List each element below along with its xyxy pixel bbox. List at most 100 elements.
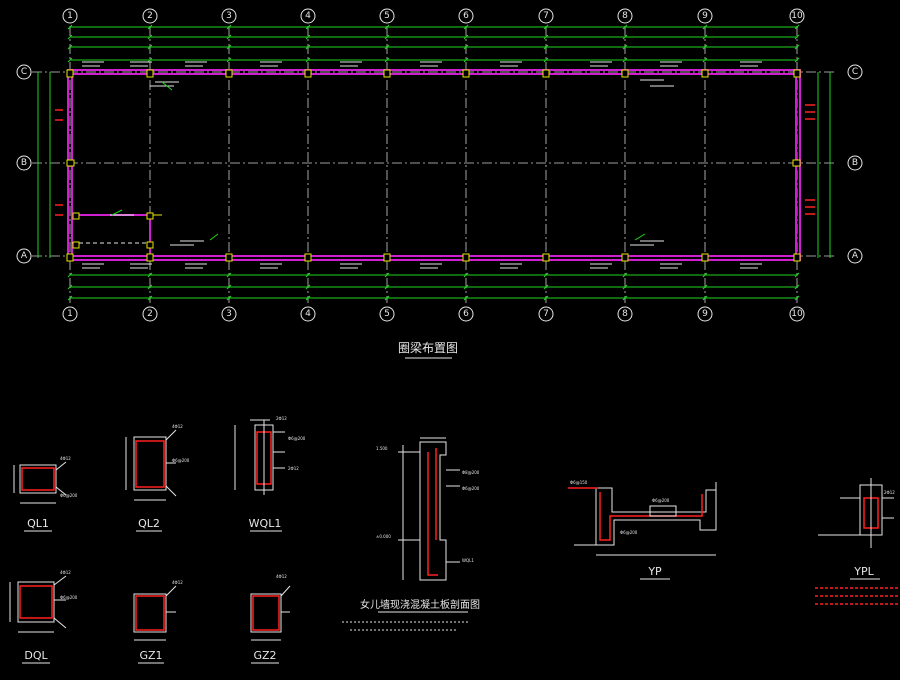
svg-text:4: 4 (305, 11, 311, 21)
grid-lines-vertical (67, 24, 800, 303)
svg-text:Φ6@200: Φ6@200 (60, 493, 78, 498)
column-markers (66, 69, 801, 262)
svg-text:A: A (21, 251, 28, 261)
svg-text:4Φ12: 4Φ12 (172, 580, 183, 585)
axis-bubble-3: 3 (221, 306, 237, 322)
svg-text:Φ6@150: Φ6@150 (570, 480, 588, 485)
axis-bubble-5: 5 (379, 306, 395, 322)
svg-text:6: 6 (463, 309, 469, 319)
svg-text:4Φ12: 4Φ12 (60, 456, 71, 461)
axis-bubble-9: 9 (697, 306, 713, 322)
svg-text:Φ6@200: Φ6@200 (620, 530, 638, 535)
svg-text:1.500: 1.500 (376, 446, 388, 451)
svg-text:Φ6@200: Φ6@200 (60, 595, 78, 600)
stair-room-beams (72, 214, 162, 258)
svg-text:10: 10 (791, 309, 803, 319)
detail-yp: Φ6@150 Φ6@200 Φ6@200 (568, 480, 717, 556)
axis-bubble-1: 1 (62, 306, 78, 322)
svg-text:4Φ12: 4Φ12 (60, 570, 71, 575)
axis-bubble-B: B (16, 155, 32, 171)
svg-text:4: 4 (305, 309, 311, 319)
svg-text:9: 9 (702, 309, 708, 319)
detail-gz1: 4Φ12 (133, 580, 183, 641)
svg-text:4Φ12: 4Φ12 (172, 424, 183, 429)
svg-text:5: 5 (384, 11, 390, 21)
label-gz2: GZ2 (253, 649, 276, 662)
svg-text:8: 8 (622, 11, 628, 21)
detail-gz2: 4Φ12 (250, 574, 291, 641)
svg-text:6: 6 (463, 11, 469, 21)
svg-text:Φ6@200: Φ6@200 (462, 486, 480, 491)
svg-text:Φ6@200: Φ6@200 (652, 498, 670, 503)
svg-text:2: 2 (147, 309, 153, 319)
svg-text:1: 1 (67, 309, 73, 319)
axis-bubble-A: A (847, 248, 863, 264)
axis-bubble-5: 5 (379, 8, 395, 24)
svg-text:Φ6@200: Φ6@200 (172, 458, 190, 463)
detail-ypl: 2Φ12 (818, 478, 895, 548)
ring-beam-outline (67, 69, 801, 261)
svg-text:2Φ12: 2Φ12 (276, 416, 287, 421)
svg-text:3: 3 (226, 309, 232, 319)
axis-bubble-3: 3 (221, 8, 237, 24)
label-dql: DQL (24, 649, 48, 662)
axis-bubble-4: 4 (300, 8, 316, 24)
axis-bubble-C: C (16, 64, 32, 80)
svg-text:7: 7 (543, 11, 549, 21)
axis-bubble-8: 8 (617, 306, 633, 322)
svg-text:B: B (21, 158, 27, 168)
section-notes (342, 621, 470, 631)
label-ql2: QL2 (138, 517, 160, 530)
label-wql1: WQL1 (249, 517, 282, 530)
svg-text:2Φ12: 2Φ12 (884, 490, 895, 495)
detail-dql: 4Φ12 Φ6@200 (9, 570, 78, 633)
svg-text:10: 10 (791, 11, 803, 21)
axis-bubble-7: 7 (538, 8, 554, 24)
label-ypl: YPL (853, 565, 874, 578)
detail-ql1: 4Φ12 Φ6@200 (13, 456, 78, 504)
axis-bubble-6: 6 (458, 306, 474, 322)
axis-bubble-1: 1 (62, 8, 78, 24)
axis-bubble-2: 2 (142, 306, 158, 322)
axis-bubble-8: 8 (617, 8, 633, 24)
detail-parapet-section: 1.500 ±0.000 Φ8@200 Φ6@200 WQL1 (376, 437, 480, 581)
grid-lines-horizontal (32, 71, 836, 257)
svg-text:1: 1 (67, 11, 73, 21)
svg-text:9: 9 (702, 11, 708, 21)
axis-bubble-7: 7 (538, 306, 554, 322)
section-title: 女儿墙现浇混凝土板剖面图 (360, 598, 480, 611)
label-gz1: GZ1 (139, 649, 162, 662)
svg-text:4Φ12: 4Φ12 (276, 574, 287, 579)
axis-bubble-9: 9 (697, 8, 713, 24)
dimension-lines (37, 26, 831, 299)
axis-bubble-2: 2 (142, 8, 158, 24)
svg-text:Φ6@200: Φ6@200 (288, 436, 306, 441)
axis-bubble-B: B (847, 155, 863, 171)
axis-bubble-6: 6 (458, 8, 474, 24)
svg-text:A: A (852, 251, 859, 261)
svg-text:WQL1: WQL1 (462, 558, 474, 563)
detail-ql2: 4Φ12 Φ6@200 (125, 424, 190, 501)
svg-text:2: 2 (147, 11, 153, 21)
svg-text:±0.000: ±0.000 (376, 534, 391, 539)
svg-text:B: B (852, 158, 858, 168)
axis-bubble-4: 4 (300, 306, 316, 322)
axis-bubble-C: C (847, 64, 863, 80)
svg-text:7: 7 (543, 309, 549, 319)
axis-bubble-10: 10 (789, 8, 805, 24)
svg-text:3: 3 (226, 11, 232, 21)
plan-annotation-marks (55, 61, 815, 269)
svg-text:Φ8@200: Φ8@200 (462, 470, 480, 475)
svg-text:C: C (852, 67, 858, 77)
svg-text:5: 5 (384, 309, 390, 319)
axis-bubble-10: 10 (789, 306, 805, 322)
label-yp: YP (647, 565, 662, 578)
label-ql1: QL1 (27, 517, 49, 530)
ypl-red-notes (815, 587, 900, 605)
axis-bubble-A: A (16, 248, 32, 264)
svg-text:2Φ12: 2Φ12 (288, 466, 299, 471)
detail-wql1: 2Φ12 Φ6@200 2Φ12 (234, 416, 306, 495)
plan-title: 圈梁布置图 (398, 340, 458, 355)
